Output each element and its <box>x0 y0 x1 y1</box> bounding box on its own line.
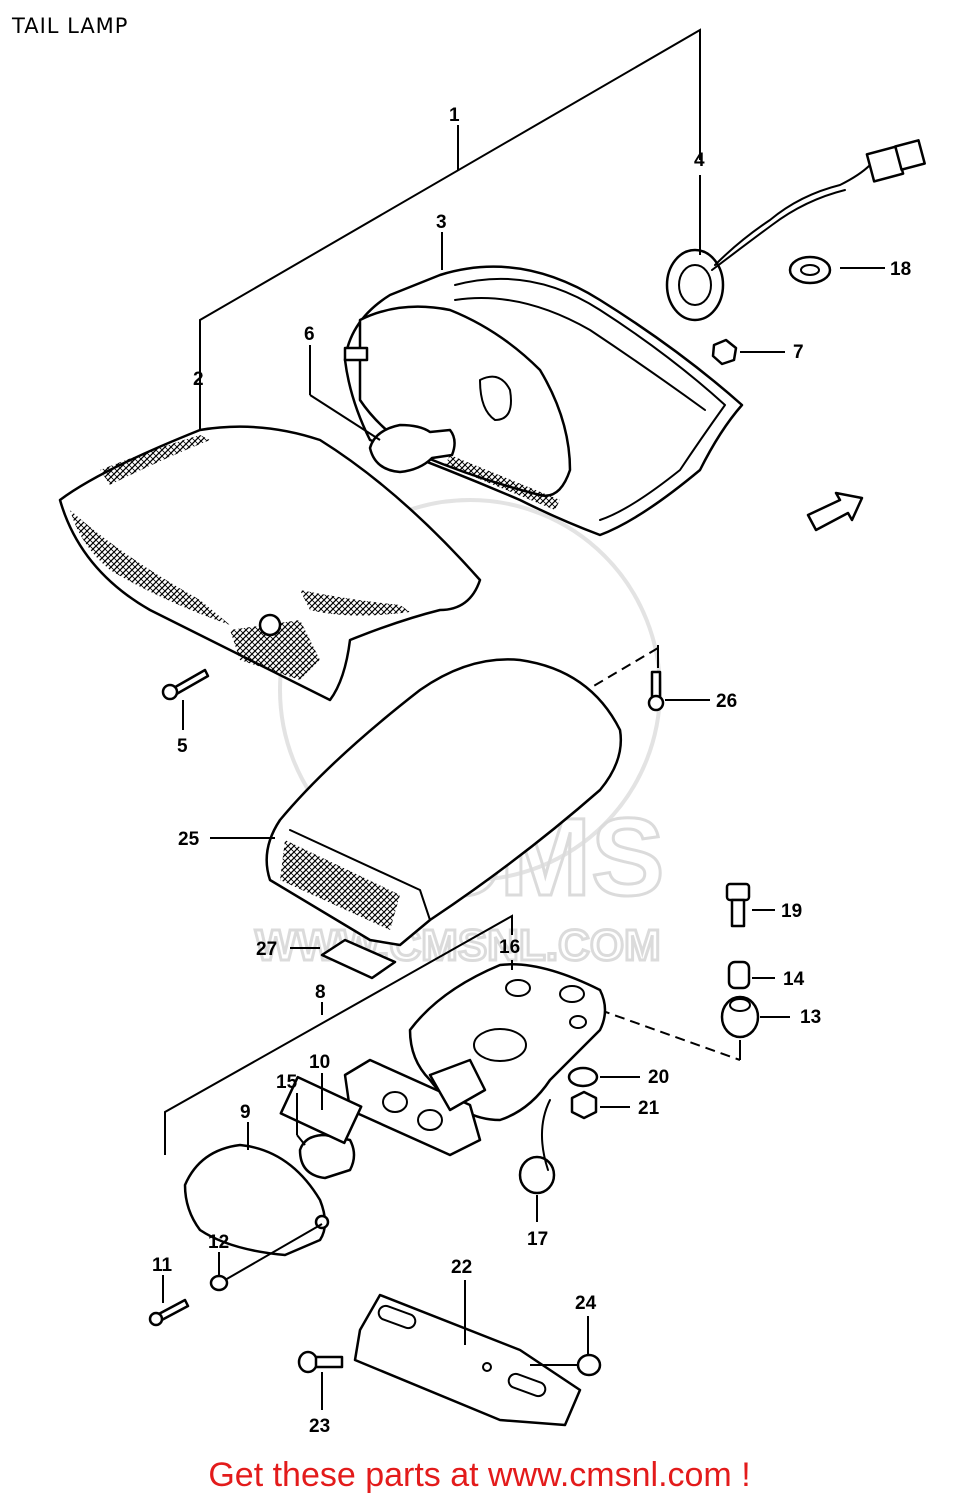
lamp-socket-10 <box>343 1058 487 1157</box>
callout-11: 11 <box>152 1255 173 1276</box>
callout-5: 5 <box>177 736 188 757</box>
lens <box>58 425 482 702</box>
callout-8: 8 <box>315 982 326 1003</box>
callout-2: 2 <box>193 369 204 390</box>
callout-7: 7 <box>793 342 804 363</box>
callout-22: 22 <box>451 1257 472 1278</box>
callout-19: 19 <box>781 901 802 922</box>
screw-5 <box>161 668 210 701</box>
fwd-arrow-icon <box>806 491 864 532</box>
callout-26: 26 <box>716 691 737 712</box>
callout-27: 27 <box>256 939 277 960</box>
wire-loop <box>540 1099 551 1171</box>
callout-18: 18 <box>890 259 911 280</box>
cushion-13 <box>720 995 760 1039</box>
washer-12 <box>209 1274 229 1292</box>
callout-17: 17 <box>527 1229 548 1250</box>
callout-16: 16 <box>499 937 520 958</box>
callout-4: 4 <box>694 150 705 171</box>
leader-lines <box>162 175 885 1410</box>
callout-1: 1 <box>449 105 460 126</box>
callout-10: 10 <box>309 1052 330 1073</box>
license-light-cover <box>265 658 622 947</box>
screw-11 <box>148 1298 190 1327</box>
bulb <box>368 423 456 474</box>
callout-23: 23 <box>309 1416 330 1437</box>
bolt-23 <box>297 1350 344 1374</box>
bolt-19 <box>725 882 751 928</box>
callout-12: 12 <box>208 1232 229 1253</box>
callout-14: 14 <box>783 969 805 990</box>
pad-27 <box>320 938 397 980</box>
callout-9: 9 <box>240 1102 251 1123</box>
washer-20 <box>567 1066 599 1088</box>
plate-22 <box>353 1293 582 1427</box>
screw-26 <box>647 670 665 712</box>
assembly-lines <box>164 28 741 1155</box>
callout-25: 25 <box>178 829 200 850</box>
nut-7 <box>711 338 738 366</box>
diagram-title: TAIL LAMP <box>12 14 129 38</box>
callout-20: 20 <box>648 1067 669 1088</box>
callout-6: 6 <box>304 324 315 345</box>
callout-3: 3 <box>436 212 447 233</box>
nut-21 <box>570 1090 598 1120</box>
callout-21: 21 <box>638 1098 660 1119</box>
callout-labels: 1 2 3 4 5 6 7 8 9 10 11 12 13 14 15 16 1… <box>152 105 911 1437</box>
lens-9 <box>183 1143 330 1257</box>
nut-24 <box>576 1353 602 1377</box>
collar-14 <box>727 960 751 990</box>
grommet-18 <box>788 255 832 285</box>
footer-link[interactable]: Get these parts at www.cmsnl.com ! <box>208 1456 751 1494</box>
callout-24: 24 <box>575 1293 597 1314</box>
callout-13: 13 <box>800 1007 821 1028</box>
callout-15: 15 <box>276 1072 298 1093</box>
grommet-17 <box>518 1155 556 1195</box>
socket-with-harness <box>665 139 926 322</box>
